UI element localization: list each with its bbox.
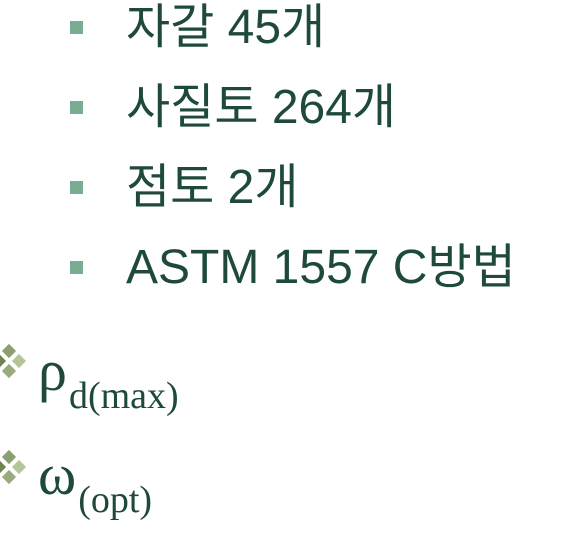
rho-symbol: ρ <box>38 338 67 403</box>
bullet-text: ASTM 1557 C방법 <box>126 241 516 294</box>
diamond-top-icon <box>1 343 17 359</box>
square-bullet-icon <box>70 261 83 274</box>
square-bullet-icon <box>70 101 83 114</box>
diamond-bottom-icon <box>1 363 17 379</box>
bullet-text: 점토 2개 <box>126 161 299 214</box>
formula-optimum-water-content: ω(opt) <box>38 446 152 536</box>
formula-subscript: (opt) <box>78 479 153 521</box>
formula-subscript: d(max) <box>68 375 179 417</box>
square-bullet-icon <box>70 181 83 194</box>
square-bullet-icon <box>70 21 83 34</box>
omega-symbol: ω <box>38 442 77 507</box>
diamond-bottom-icon <box>1 469 17 485</box>
diamond-right-icon <box>11 459 27 475</box>
formula-max-dry-density: ρd(max) <box>38 342 179 432</box>
bullet-text: 사질토 264개 <box>126 81 397 134</box>
diamond-right-icon <box>11 353 27 369</box>
diamond-bullet-icon <box>0 343 27 379</box>
diamond-top-icon <box>1 449 17 465</box>
bullet-text: 자갈 45개 <box>126 1 326 54</box>
diamond-bullet-icon <box>0 449 27 485</box>
